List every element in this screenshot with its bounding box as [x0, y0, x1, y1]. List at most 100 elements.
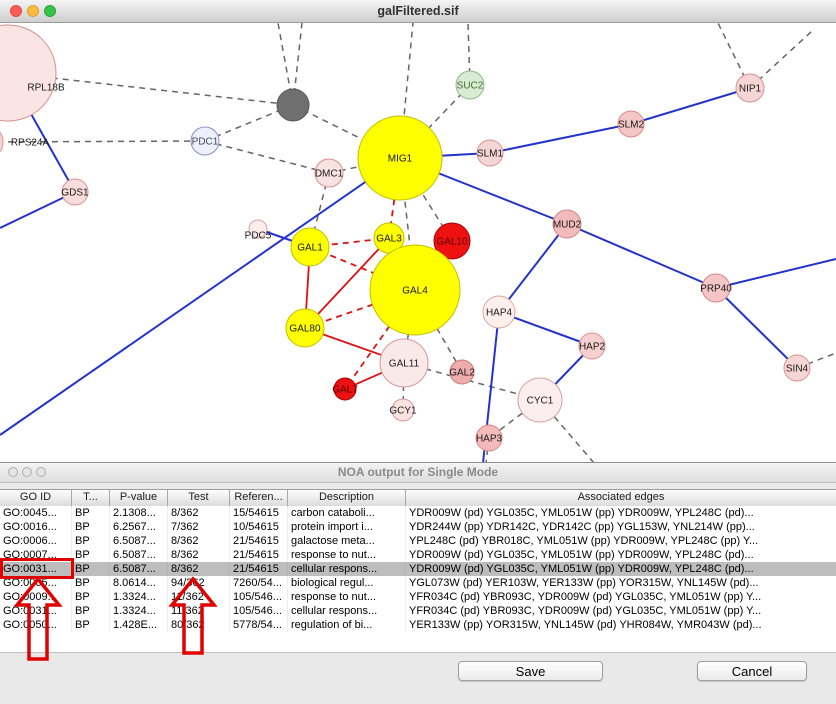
- table-cell: cellular respons...: [288, 604, 406, 618]
- table-cell: 10/54615: [230, 520, 288, 534]
- network-edge-SLM2-NIP1[interactable]: [630, 87, 751, 125]
- table-cell: 15/54615: [230, 506, 288, 520]
- network-node-SIN4[interactable]: [783, 354, 811, 382]
- network-node-GAL11[interactable]: [379, 338, 429, 388]
- network-node-HAP4[interactable]: [482, 295, 516, 329]
- network-window-titlebar[interactable]: galFiltered.sif: [0, 0, 836, 23]
- network-graph[interactable]: RPL18BRPS24AGDS1PDC1DMC1MIG1SUC2SLM1SLM2…: [0, 23, 836, 463]
- network-edge-SIN4-offscreen[interactable]: [796, 352, 836, 369]
- table-cell: BP: [72, 604, 110, 618]
- network-node-GCY1[interactable]: [391, 398, 415, 422]
- table-cell: GO:0006...: [0, 534, 72, 548]
- minimize-button[interactable]: [22, 467, 32, 477]
- table-cell: YGL073W (pd) YER103W, YER133W (pp) YOR31…: [409, 577, 759, 589]
- network-node-GAL1[interactable]: [290, 227, 330, 267]
- network-node-RPL18B[interactable]: [0, 24, 57, 122]
- network-edge-MUD2-HAP4[interactable]: [498, 223, 568, 313]
- table-cell: GO:0050...: [0, 618, 72, 632]
- noa-window-titlebar[interactable]: NOA output for Single Mode: [0, 463, 836, 483]
- network-edge-HAP4-HAP2[interactable]: [498, 311, 593, 347]
- network-edge-GAL80-GAL3[interactable]: [304, 237, 390, 329]
- table-cell: YER133W (pp) YOR315W, YNL145W (pd) YHR08…: [409, 619, 762, 631]
- network-node-MUD2[interactable]: [552, 209, 582, 239]
- network-edge-SLM1-SLM2[interactable]: [489, 123, 632, 154]
- minimize-button[interactable]: [27, 5, 39, 17]
- network-node-label-CYC1: CYC1: [527, 396, 554, 407]
- table-cell: BP: [72, 534, 110, 548]
- table-cell: 1.3324...: [110, 604, 168, 618]
- column-header-p-value[interactable]: P-value: [110, 490, 168, 506]
- network-edge-RPS24A-PDC1[interactable]: [0, 140, 206, 143]
- table-cell: carbon cataboli...: [288, 506, 406, 520]
- table-cell: 21/54615: [230, 562, 288, 576]
- network-edge-SUC2-MIG1[interactable]: [399, 84, 471, 159]
- network-node-GAL4[interactable]: [369, 244, 461, 336]
- network-node-label-SIN4: SIN4: [786, 364, 809, 375]
- column-header-test[interactable]: Test: [168, 490, 230, 506]
- network-node-label-GAL80: GAL80: [289, 324, 321, 335]
- cancel-button[interactable]: Cancel: [697, 661, 807, 681]
- network-node-GAL7[interactable]: [333, 377, 357, 401]
- column-header-associated-edges[interactable]: Associated edges: [406, 490, 836, 506]
- network-node-MIG1[interactable]: [357, 115, 443, 201]
- network-node-GDS1[interactable]: [61, 178, 89, 206]
- close-button[interactable]: [10, 5, 22, 17]
- network-edge-GAL4-GAL7[interactable]: [344, 289, 416, 390]
- network-node-label-HAP4: HAP4: [486, 308, 513, 319]
- network-node-HAP3[interactable]: [475, 424, 503, 452]
- network-edge-GAL80-GAL4[interactable]: [304, 289, 416, 329]
- network-edge-MIG1-offscreen[interactable]: [0, 157, 401, 436]
- network-node-PDC1[interactable]: [190, 126, 220, 156]
- column-header-description[interactable]: Description: [288, 490, 406, 506]
- network-node-NIP1[interactable]: [735, 73, 765, 103]
- network-node-SUC2[interactable]: [455, 70, 485, 100]
- network-node-label-NIP1: NIP1: [739, 84, 762, 95]
- network-node-GAL2[interactable]: [449, 359, 475, 385]
- table-cell: 1.428E...: [110, 618, 168, 632]
- network-node-PRP40[interactable]: [701, 273, 731, 303]
- table-cell: GO:0016...: [0, 520, 72, 534]
- network-node-GAL80[interactable]: [285, 308, 325, 348]
- save-button[interactable]: Save: [458, 661, 603, 681]
- table-cell: GO:0007...: [0, 548, 72, 562]
- network-node-GAL10[interactable]: [433, 222, 471, 260]
- network-node-CYC1[interactable]: [517, 377, 563, 423]
- network-node-HAP2[interactable]: [578, 332, 606, 360]
- column-header-t-[interactable]: T...: [72, 490, 110, 506]
- network-node-DMC1[interactable]: [314, 158, 344, 188]
- table-cell: GO:0065...: [0, 576, 72, 590]
- table-cell: 21/54615: [230, 548, 288, 562]
- network-edge-PDC1-DMC1[interactable]: [204, 140, 330, 174]
- table-cell: 21/54615: [230, 534, 288, 548]
- column-header-go-id[interactable]: GO ID: [0, 490, 72, 506]
- network-edge-GAL1-GAL4[interactable]: [309, 246, 416, 291]
- zoom-button[interactable]: [44, 5, 56, 17]
- network-node-SLM2[interactable]: [617, 110, 645, 138]
- network-edge-MUD2-PRP40[interactable]: [566, 223, 717, 289]
- network-node-SLM1[interactable]: [476, 139, 504, 167]
- table-cell: BP: [72, 562, 110, 576]
- network-edge-GDS1-offscreen[interactable]: [0, 191, 76, 229]
- zoom-button[interactable]: [36, 467, 46, 477]
- column-header-referen-[interactable]: Referen...: [230, 490, 288, 506]
- network-node-PDC5[interactable]: [248, 219, 268, 239]
- network-node-GRAY1[interactable]: [276, 88, 310, 122]
- network-edge-PRP40-offscreen[interactable]: [715, 258, 836, 289]
- close-button[interactable]: [8, 467, 18, 477]
- network-node-RPS24A[interactable]: [0, 125, 4, 159]
- table-cell: 105/546...: [230, 604, 288, 618]
- network-edge-PRP40-SIN4[interactable]: [715, 287, 798, 369]
- window-title: NOA output for Single Mode: [337, 465, 499, 479]
